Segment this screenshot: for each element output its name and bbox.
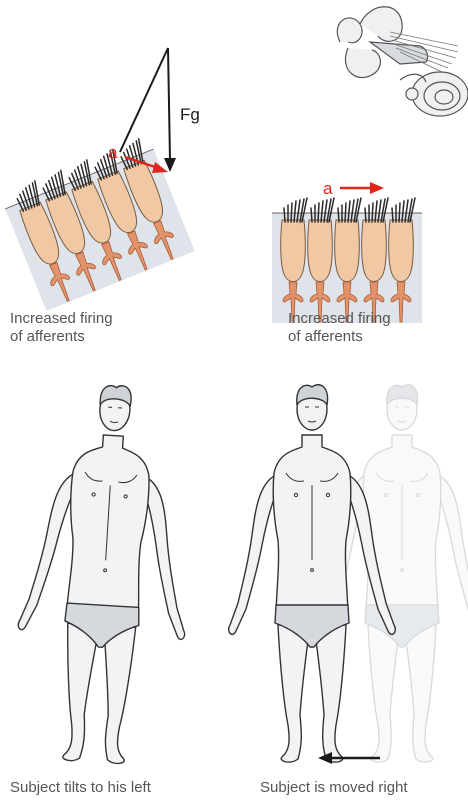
left-subject-caption: Subject tilts to his left (10, 779, 151, 797)
right-firing-caption-line2: of afferents (288, 328, 391, 346)
upright-hair-cells (272, 198, 422, 323)
tilted-subject-figure (10, 380, 199, 767)
acceleration-label-right: a (323, 179, 333, 198)
left-firing-caption-line1: Increased firing (10, 310, 113, 328)
inner-ear-labyrinth-icon (337, 7, 468, 116)
gravity-force-label: Fg (180, 105, 200, 124)
right-firing-caption: Increased firing of afferents (288, 310, 391, 346)
force-triangle (120, 48, 170, 160)
left-firing-caption-line2: of afferents (10, 328, 113, 346)
right-subject-caption: Subject is moved right (260, 779, 408, 797)
upright-macula-panel: a (272, 7, 468, 323)
moved-subject-figure (229, 385, 396, 762)
tilted-macula-panel: Fg a (0, 48, 200, 311)
left-firing-caption: Increased firing of afferents (10, 310, 113, 346)
gravity-arrowhead (164, 158, 176, 172)
acceleration-label-left: a (108, 143, 118, 162)
right-firing-caption-line1: Increased firing (288, 310, 391, 328)
acceleration-arrowhead-right (370, 182, 384, 194)
